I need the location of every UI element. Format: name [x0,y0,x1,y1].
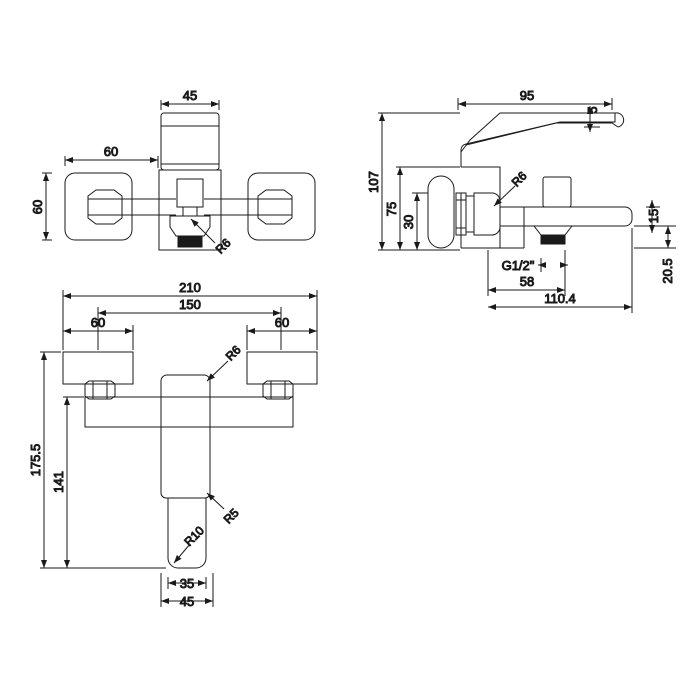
dim-plan-60-right: 60 [246,315,317,350]
dim-front-60-h-label: 60 [104,144,118,159]
side-diverter-knob [542,176,572,208]
radius-plan-r10: R10 [173,523,208,564]
dim-front-45: 45 [160,88,220,110]
side-elevation-view: 95 5 107 75 30 [366,88,676,313]
front-right-hex-nut [257,189,293,225]
front-lever-cap [160,112,220,171]
radius-plan-r5: R5 [206,492,242,527]
front-outlet-collar [169,215,211,237]
dim-plan-60-right-label: 60 [275,315,289,330]
dim-plan-210-label: 210 [179,280,201,295]
dim-side-75-label: 75 [384,202,399,216]
dim-front-45-label: 45 [183,88,197,103]
side-spout-bar [500,206,633,227]
plan-left-escutcheon [62,351,134,385]
dim-side-205: 20.5 [634,225,676,284]
side-aerator [540,234,566,245]
radius-plan-r6: R6 [206,342,244,382]
dim-front-60-v-label: 60 [30,200,45,214]
dim-plan-45: 45 [160,573,214,610]
side-body [461,166,501,249]
plan-crossbar [84,396,294,428]
radius-plan-r6-label: R6 [223,343,244,364]
dim-plan-35-label: 35 [180,576,194,591]
dim-side-5-label: 5 [585,106,600,113]
side-outlet-cone [533,225,573,236]
dim-side-15-label: 15 [646,209,661,223]
dim-side-thread-label: G1/2" [502,258,535,273]
plan-body [160,374,211,499]
dim-side-30-label: 30 [401,215,416,229]
dim-side-75: 75 [384,166,460,250]
dim-side-58: 58 [487,250,566,296]
dim-front-60-vertical: 60 [30,172,52,241]
dim-plan-45-label: 45 [180,594,194,609]
dim-side-107-label: 107 [366,171,381,193]
front-diverter-stem [176,178,204,208]
radius-plan-r10-label: R10 [181,523,207,549]
radius-front-r6-label: R6 [213,236,234,257]
side-hex-nut [455,192,467,236]
front-aerator [177,235,203,248]
dim-side-58-label: 58 [520,274,534,289]
dim-side-205-label: 20.5 [660,258,675,283]
front-left-escutcheon [64,172,133,241]
side-inlet-elbow [473,192,501,236]
dim-plan-1755-label: 175.5 [28,444,43,477]
front-left-inlet-arm [88,198,176,216]
dim-plan-60-left: 60 [63,315,134,350]
dim-side-15: 15 [646,200,662,233]
side-lever-tip [614,112,625,128]
dim-side-5: 5 [584,106,601,132]
dim-side-95-label: 95 [520,88,534,103]
side-nut-body [465,195,475,233]
dim-plan-141-label: 141 [51,471,66,493]
dim-plan-150-label: 150 [179,297,201,312]
front-diverter-neck [182,206,198,217]
dim-side-1104-label: 110.4 [544,291,576,306]
front-elevation-view: 45 60 60 R6 [30,88,316,257]
dim-plan-35: 35 [167,576,207,592]
radius-side-r6: R6 [493,168,530,207]
plan-outlet-nose [167,498,207,569]
dim-plan-141: 141 [51,396,84,568]
side-wall-plate [427,175,455,249]
side-lever-handle [460,112,616,167]
front-right-escutcheon [247,172,316,241]
plan-right-escutcheon [246,351,318,385]
side-lever-under [465,122,619,146]
front-left-hex-nut [87,189,123,225]
dim-plan-1755: 175.5 [28,351,166,569]
front-right-inlet-arm [204,198,292,216]
dim-side-30: 30 [401,192,428,250]
dim-side-95: 95 [457,88,613,110]
radius-side-r6-label: R6 [509,169,530,190]
plan-view: 210 150 60 60 175.5 [28,280,318,610]
dim-plan-210: 210 [62,280,318,350]
dim-plan-150: 150 [97,297,282,350]
dim-side-1104: 110.4 [488,228,633,313]
dim-front-60-horizontal: 60 [64,144,159,168]
dim-side-thread: G1/2" [501,250,568,274]
dim-side-107: 107 [366,112,460,251]
dim-plan-60-left-label: 60 [91,315,105,330]
